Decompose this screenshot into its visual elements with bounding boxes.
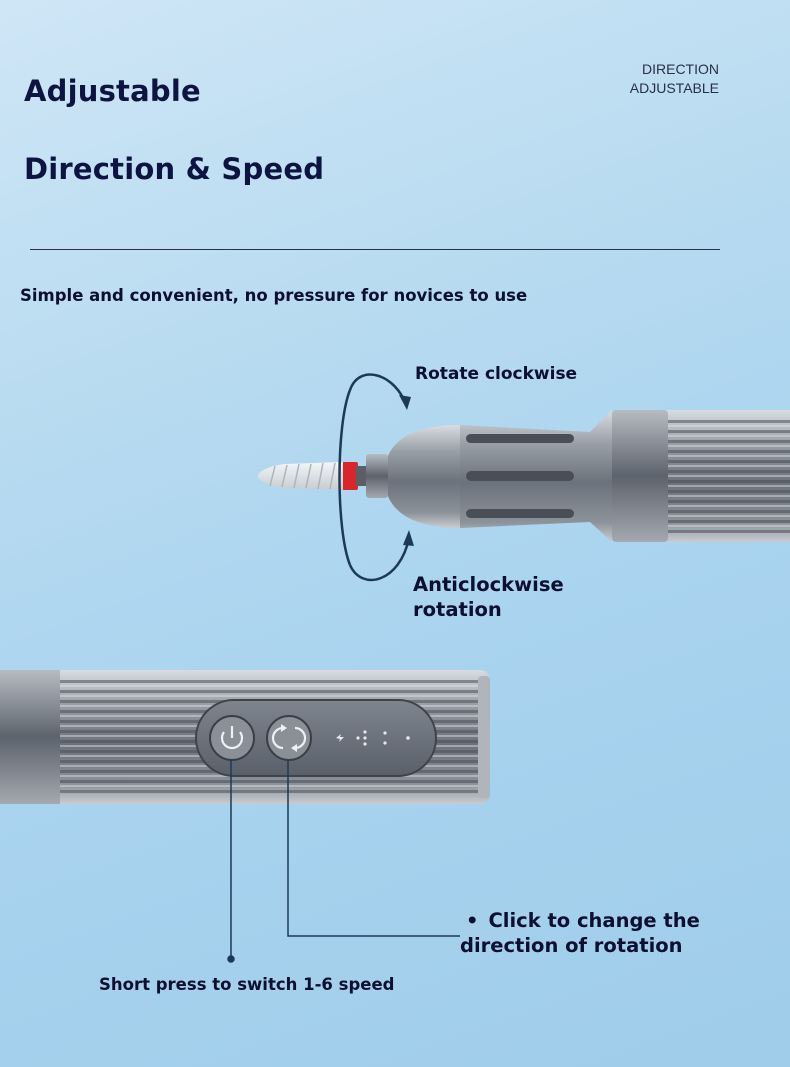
tag-line-2: ADJUSTABLE [629,80,719,96]
direction-label: • Click to change the direction of rotati… [460,908,760,958]
direction-button[interactable] [266,715,312,761]
divider [30,249,720,250]
direction-adjustable-tag: DIRECTION ADJUSTABLE [630,60,719,98]
subtitle: Simple and convenient, no pressure for n… [20,286,528,305]
direction-line-1: Click to change the [488,909,700,932]
speed-dots-icon [336,730,410,746]
speed-label: Short press to switch 1-6 speed [99,975,395,994]
power-icon [220,726,244,750]
direction-line-2: direction of rotation [460,934,683,957]
handpiece-front [258,410,790,542]
tag-line-1: DIRECTION [642,61,719,77]
anticlockwise-arrow-icon [403,530,414,546]
rotate-icon [271,724,307,752]
clockwise-arrow-icon [399,395,411,410]
heading-line-2: Direction & Speed [24,152,325,186]
heading-line-1: Adjustable [24,74,201,108]
anticlockwise-line-2: rotation [413,598,502,621]
callout-lines [227,760,460,963]
anticlockwise-label: Anticlockwise rotation [413,572,613,622]
rotation-arrows [338,373,414,582]
clockwise-label: Rotate clockwise [415,364,578,384]
bullet: • [466,909,479,932]
anticlockwise-line-1: Anticlockwise [413,573,564,596]
handpiece-body [0,670,490,804]
